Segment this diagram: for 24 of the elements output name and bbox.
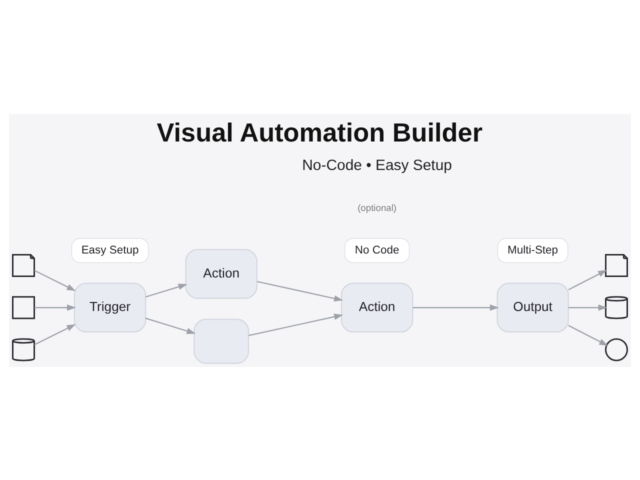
node-box: Action [185,248,258,298]
arrow [145,317,196,334]
node-box: Action [340,282,414,332]
arrow [34,324,76,345]
arrow [568,269,608,290]
arrow [568,304,608,310]
node-box: No Code [344,237,410,263]
node-box: Trigger [74,282,146,332]
arrow [412,304,499,310]
node-box: Multi-Step [497,237,568,263]
arrow [34,304,76,310]
arrow [257,280,344,302]
node-box: Easy Setup [71,237,149,263]
diagram-title: Visual Automation Builder [156,117,483,147]
arrow [248,313,344,336]
arrow [34,269,76,291]
node-circle [604,338,628,361]
node-box [194,318,249,364]
node-box [12,296,36,319]
arrow [145,283,188,298]
arrow [568,324,608,346]
label: (optional) [358,202,397,212]
label: No-Code • Easy Setup [302,156,452,174]
node-box: Output [496,282,569,332]
